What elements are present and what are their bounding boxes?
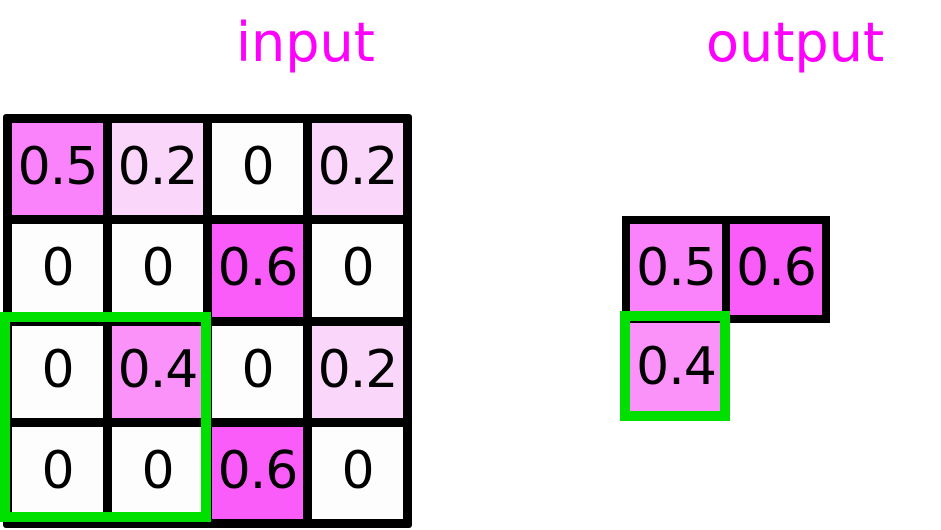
input-cell-r3c1[interactable]: 0 bbox=[12, 325, 103, 418]
output-cell-r2c1[interactable]: 0.4 bbox=[630, 323, 722, 414]
cell-value: 0 bbox=[141, 238, 174, 299]
input-cell-r4c2[interactable]: 0 bbox=[112, 426, 203, 519]
output-cell-r1c2[interactable]: 0.6 bbox=[722, 216, 830, 323]
input-grid: 0.5 0.2 0 0.2 0 0 0.6 0 0 0.4 0 0.2 0 0 … bbox=[3, 114, 412, 528]
input-cell-r4c1[interactable]: 0 bbox=[12, 426, 103, 519]
cell-value: 0.6 bbox=[217, 440, 299, 501]
cell-value: 0 bbox=[141, 440, 174, 501]
input-cell-r2c4[interactable]: 0 bbox=[312, 224, 403, 317]
cell-value: 0 bbox=[341, 238, 374, 299]
cell-value: 0.2 bbox=[317, 339, 399, 400]
cell-value: 0.4 bbox=[636, 336, 717, 397]
cell-value: 0 bbox=[41, 339, 74, 400]
cell-value: 0 bbox=[241, 137, 274, 198]
cell-value: 0 bbox=[41, 238, 74, 299]
input-cell-r2c1[interactable]: 0 bbox=[12, 224, 103, 317]
input-cell-r4c4[interactable]: 0 bbox=[312, 426, 403, 519]
cell-value: 0.2 bbox=[317, 137, 399, 198]
output-grid: 0.5 0.6 0.4 bbox=[622, 216, 830, 422]
input-cell-r2c3[interactable]: 0.6 bbox=[212, 224, 303, 317]
input-cell-r1c1[interactable]: 0.5 bbox=[12, 123, 103, 216]
input-cell-r1c4[interactable]: 0.2 bbox=[312, 123, 403, 216]
cell-value: 0.5 bbox=[636, 237, 717, 298]
input-cell-r3c2[interactable]: 0.4 bbox=[112, 325, 203, 418]
input-cell-r3c3[interactable]: 0 bbox=[212, 325, 303, 418]
cell-value: 0 bbox=[241, 339, 274, 400]
input-cell-r4c3[interactable]: 0.6 bbox=[212, 426, 303, 519]
output-cell-r1c1[interactable]: 0.5 bbox=[622, 216, 730, 323]
output-cell-r2c2 bbox=[730, 323, 822, 414]
input-cell-r2c2[interactable]: 0 bbox=[112, 224, 203, 317]
input-title: input bbox=[236, 11, 375, 74]
cell-value: 0.6 bbox=[217, 238, 299, 299]
cell-value: 0 bbox=[41, 440, 74, 501]
input-cell-r3c4[interactable]: 0.2 bbox=[312, 325, 403, 418]
input-cell-r1c3[interactable]: 0 bbox=[212, 123, 303, 216]
input-cell-r1c2[interactable]: 0.2 bbox=[112, 123, 203, 216]
cell-value: 0 bbox=[341, 440, 374, 501]
cell-value: 0.2 bbox=[117, 137, 199, 198]
output-title: output bbox=[706, 11, 885, 74]
cell-value: 0.6 bbox=[736, 237, 817, 298]
cell-value: 0.5 bbox=[17, 137, 99, 198]
cell-value: 0.4 bbox=[117, 339, 199, 400]
